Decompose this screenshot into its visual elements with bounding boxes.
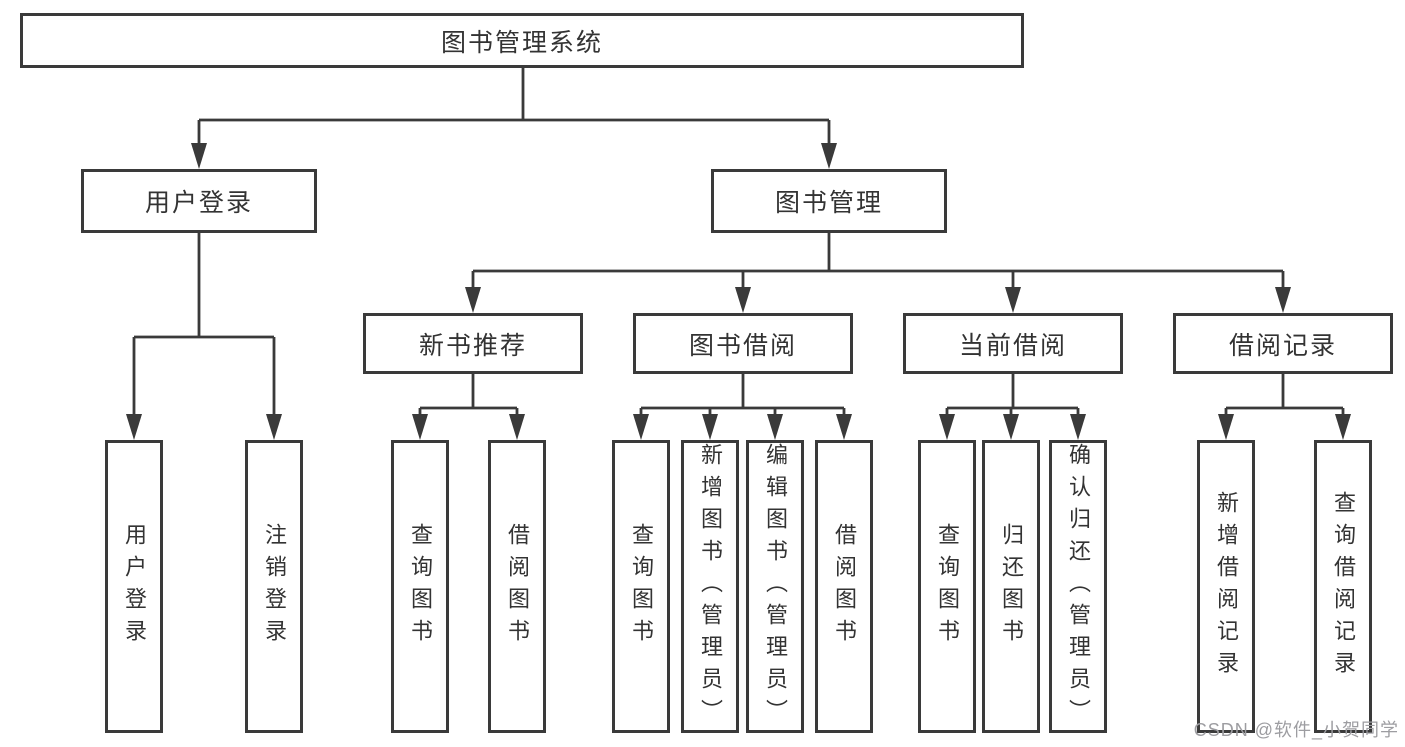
arrowhead (126, 414, 142, 440)
connector-bookmgmt-to-level3 (471, 233, 1285, 295)
leaf-query-borrow-record: 查询借阅记录 (1314, 440, 1372, 733)
leaf-return-books: 归还图书 (982, 440, 1040, 733)
leaf-logout: 注销登录 (245, 440, 303, 733)
arrowhead (509, 414, 525, 440)
arrowhead (412, 414, 428, 440)
leaf-add-books-admin: 新增图书（管理员） (681, 440, 739, 733)
node-book-borrowing: 图书借阅 (633, 313, 853, 374)
node-user-login: 用户登录 (81, 169, 317, 233)
arrowhead (465, 287, 481, 313)
arrowheads (126, 143, 1351, 440)
arrowhead (939, 414, 955, 440)
node-new-book-recommendation: 新书推荐 (363, 313, 583, 374)
arrowhead (1005, 287, 1021, 313)
leaf-query-books-recommend: 查询图书 (391, 440, 449, 733)
connector-userlogin-group (132, 233, 276, 420)
connector-bookborrow-group (639, 374, 846, 420)
connector-lines (132, 68, 1345, 420)
node-library-system: 图书管理系统 (20, 13, 1024, 68)
arrowhead (1070, 414, 1086, 440)
arrowhead (702, 414, 718, 440)
leaf-user-login: 用户登录 (105, 440, 163, 733)
arrowhead (1335, 414, 1351, 440)
leaf-confirm-return-admin: 确认归还（管理员） (1049, 440, 1107, 733)
csdn-watermark: CSDN @软件_小贺同学 (1193, 720, 1399, 740)
arrowhead (735, 287, 751, 313)
leaf-edit-books-admin: 编辑图书（管理员） (746, 440, 804, 733)
arrowhead (266, 414, 282, 440)
arrowhead (633, 414, 649, 440)
arrowhead (1275, 287, 1291, 313)
arrowhead (1218, 414, 1234, 440)
leaf-add-borrow-record: 新增借阅记录 (1197, 440, 1255, 733)
leaf-query-books-current: 查询图书 (918, 440, 976, 733)
arrowhead (1003, 414, 1019, 440)
node-borrowing-records: 借阅记录 (1173, 313, 1393, 374)
leaf-borrow-books-recommend: 借阅图书 (488, 440, 546, 733)
arrowhead (767, 414, 783, 440)
node-current-borrowing: 当前借阅 (903, 313, 1123, 374)
connector-newbook-group (418, 374, 519, 420)
arrowhead (836, 414, 852, 440)
arrowhead (821, 143, 837, 169)
connector-root-to-level2 (197, 68, 831, 150)
arrowhead (191, 143, 207, 169)
connector-borrowrecords-group (1224, 374, 1345, 420)
node-book-management: 图书管理 (711, 169, 947, 233)
leaf-borrow-books-borrowing: 借阅图书 (815, 440, 873, 733)
leaf-query-books-borrowing: 查询图书 (612, 440, 670, 733)
connector-currentborrow-group (945, 374, 1080, 420)
